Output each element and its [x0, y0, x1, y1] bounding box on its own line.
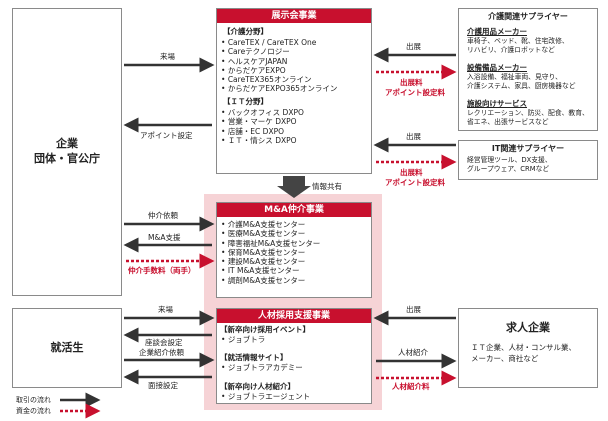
care-g2-line2: 介護システム、家具、厨房機器など — [467, 82, 576, 90]
ma-item: 保育M&A支援センター — [221, 248, 320, 257]
company-box: 企業 団体・官公庁 — [12, 8, 122, 296]
label-fee1b: アポイント設定料 — [385, 88, 445, 97]
ma-item: 調剤M&A支援センター — [221, 276, 320, 285]
it-supplier-line2: グループウェア、CRMなど — [467, 165, 550, 173]
label-hr-referral: 人材紹介 — [398, 348, 428, 357]
hr-item: ジョブトラエージェント — [221, 392, 310, 401]
it-supplier-line1: 経営管理ツール、DX支援、 — [467, 156, 552, 164]
expo-care-item: ヘルスケアJAPAN — [221, 57, 337, 66]
jobseeker-box: 就活生 — [12, 308, 122, 388]
label-referral-req: 企業紹介依頼 — [139, 348, 184, 357]
expo-care-item: からだケアEXPO — [221, 66, 337, 75]
hr-item: ジョブトラ — [221, 335, 266, 344]
expo-header: 展示会事業 — [217, 9, 371, 23]
recruit-line2: メーカー、商社など — [471, 354, 539, 363]
hr-header: 人材採用支援事業 — [217, 309, 371, 323]
label-fee2a: 出展料 — [400, 168, 423, 177]
recruit-line1: ＩＴ企業、人材・コンサル業、 — [471, 343, 576, 352]
it-supplier-title: IT関連サプライヤー — [491, 144, 565, 153]
expo-care-item: CareTEX365オンライン — [221, 75, 337, 84]
hr-sec1-list: ジョブトラ — [221, 335, 266, 344]
arrow-info-share — [277, 176, 311, 198]
label-exhibit3: 出展 — [406, 305, 421, 314]
expo-care-item: Careテクノロジー — [221, 47, 337, 56]
expo-it-item: 店舗・EC DXPO — [221, 127, 304, 136]
expo-care-list: CareTEX / CareTEX OneCareテクノロジーヘルスケアJAPA… — [221, 38, 338, 94]
ma-list: 介護M&A支援センター医療M&A支援センター障害福祉M&A支援センター保育M&A… — [221, 220, 320, 285]
label-interview: 面接設定 — [148, 381, 178, 390]
ma-header: M&A仲介事業 — [217, 203, 371, 217]
label-appoint: アポイント設定 — [140, 131, 193, 140]
label-hr-fee: 人材紹介料 — [392, 382, 430, 391]
hr-box: 人材採用支援事業 【新卒向け採用イベント】 ジョブトラ 【就活情報サイト】 ジョ… — [216, 308, 372, 404]
label-ma-support: M&A支援 — [148, 233, 181, 242]
ma-item: IT M&A支援センター — [221, 266, 320, 275]
ma-item: 建設M&A支援センター — [221, 257, 320, 266]
hr-item: ジョブトラアカデミー — [221, 363, 303, 372]
care-g2-line1: 入浴設備、福祉車両、見守り、 — [467, 73, 562, 81]
expo-care-title: 【介護分野】 — [223, 27, 268, 36]
label-visit1: 来場 — [160, 52, 175, 61]
expo-it-item: バックオフィス DXPO — [221, 108, 304, 117]
label-exhibit1: 出展 — [406, 42, 421, 51]
expo-it-item: 営業・マーケ DXPO — [221, 117, 304, 126]
ma-box: M&A仲介事業 介護M&A支援センター医療M&A支援センター障害福祉M&A支援セ… — [216, 202, 372, 298]
it-supplier-box: IT関連サプライヤー 経営管理ツール、DX支援、 グループウェア、CRMなど — [458, 140, 598, 180]
hr-sec1: 【新卒向け採用イベント】 — [220, 325, 310, 334]
recruit-title: 求人企業 — [506, 321, 550, 334]
expo-it-title: 【ＩＴ分野】 — [223, 97, 268, 106]
hr-sec3-list: ジョブトラエージェント — [221, 392, 310, 401]
label-exhibit2: 出展 — [406, 132, 421, 141]
expo-care-item: からだケアEXPO365オンライン — [221, 84, 338, 93]
label-info-share: 情報共有 — [312, 182, 342, 191]
label-consult: 座談会設定 — [145, 338, 183, 347]
care-g1-line2: リハビリ、介護ロボットなど — [467, 46, 555, 54]
care-g1-title: 介護用品メーカー — [467, 27, 527, 36]
label-fee1a: 出展料 — [400, 78, 423, 87]
care-supplier-box: 介護関連サプライヤー 介護用品メーカー 車椅子、ベッド、靴、住宅改修、 リハビリ… — [458, 8, 598, 131]
ma-item: 医療M&A支援センター — [221, 229, 320, 238]
recruit-box: 求人企業 ＩＴ企業、人材・コンサル業、 メーカー、商社など — [458, 308, 598, 388]
care-g1-line1: 車椅子、ベッド、靴、住宅改修、 — [467, 37, 569, 45]
care-g3-line1: レクリエーション、防災、配食、教育、 — [467, 109, 589, 117]
care-g3-title: 施設向けサービス — [467, 99, 527, 108]
label-fee2b: アポイント設定料 — [385, 178, 445, 187]
hr-sec2: 【就活情報サイト】 — [220, 353, 288, 362]
ma-item: 介護M&A支援センター — [221, 220, 320, 229]
company-label-1: 企業 — [56, 137, 78, 150]
care-g3-line2: 省エネ、出張サービスなど — [467, 118, 549, 126]
expo-it-item: ＩＴ・情シス DXPO — [221, 136, 304, 145]
ma-item: 障害福祉M&A支援センター — [221, 239, 320, 248]
jobseeker-label: 就活生 — [50, 341, 84, 354]
care-supplier-title: 介護関連サプライヤー — [488, 12, 568, 21]
hr-sec3: 【新卒向け人材紹介】 — [220, 382, 295, 391]
legend-trade: 取引の流れ — [16, 396, 51, 404]
hr-sec2-list: ジョブトラアカデミー — [221, 363, 303, 372]
label-visit2: 来場 — [158, 305, 173, 314]
company-label-2: 団体・官公庁 — [34, 152, 100, 165]
expo-it-list: バックオフィス DXPO営業・マーケ DXPO店舗・EC DXPOＩＴ・情シス … — [221, 108, 304, 145]
label-brokerage-req: 仲介依頼 — [148, 211, 178, 220]
care-g2-title: 設備備品メーカー — [467, 63, 527, 72]
expo-care-item: CareTEX / CareTEX One — [221, 38, 337, 47]
label-brokerage-fee: 仲介手数料（両手） — [128, 266, 196, 275]
expo-box: 展示会事業 【介護分野】 CareTEX / CareTEX OneCareテク… — [216, 8, 372, 174]
legend-money: 資金の流れ — [16, 407, 51, 415]
